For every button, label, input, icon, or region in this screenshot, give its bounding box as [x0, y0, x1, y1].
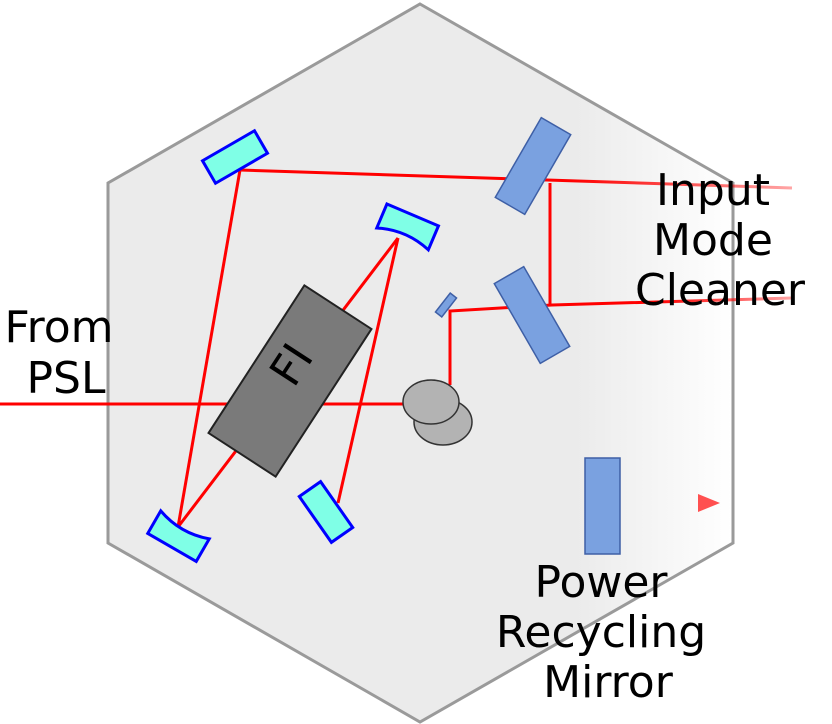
- steering-mirror-top-left: [200, 128, 270, 186]
- power-recycling-mirror: [584, 457, 621, 555]
- faraday-isolator: [207, 284, 373, 478]
- prm-label-line-2: Recycling: [496, 607, 706, 658]
- beam-steering-down: [176, 169, 242, 528]
- steering-mirror-bottom: [297, 479, 355, 545]
- periscope: [402, 379, 473, 446]
- curved-mirror-bottom-left: [145, 508, 212, 564]
- optical-table-hexagon: [106, 2, 735, 724]
- curved-mirror-top: [374, 202, 441, 253]
- from-psl-line-1: From: [4, 302, 113, 353]
- power-recycling-mirror-label: Power Recycling Mirror: [496, 557, 720, 708]
- prm-label-line-1: Power: [534, 557, 668, 608]
- from-psl-label: From PSL: [4, 302, 127, 404]
- beam-arrowhead: [698, 494, 720, 512]
- pickoff-optic: [434, 292, 458, 318]
- beam-fi-return: [336, 237, 400, 504]
- prm-label-line-3: Mirror: [543, 657, 674, 708]
- beam-to-imc: [448, 296, 793, 385]
- from-psl-line-2: PSL: [27, 353, 106, 404]
- input-mode-cleaner-label: Input Mode Cleaner: [635, 165, 806, 316]
- imc-optic-upper: [494, 116, 572, 216]
- imc-label-line-2: Mode: [653, 215, 773, 266]
- imc-label-line-1: Input: [656, 165, 770, 216]
- imc-label-line-3: Cleaner: [635, 265, 806, 316]
- imc-optic-lower: [493, 265, 571, 365]
